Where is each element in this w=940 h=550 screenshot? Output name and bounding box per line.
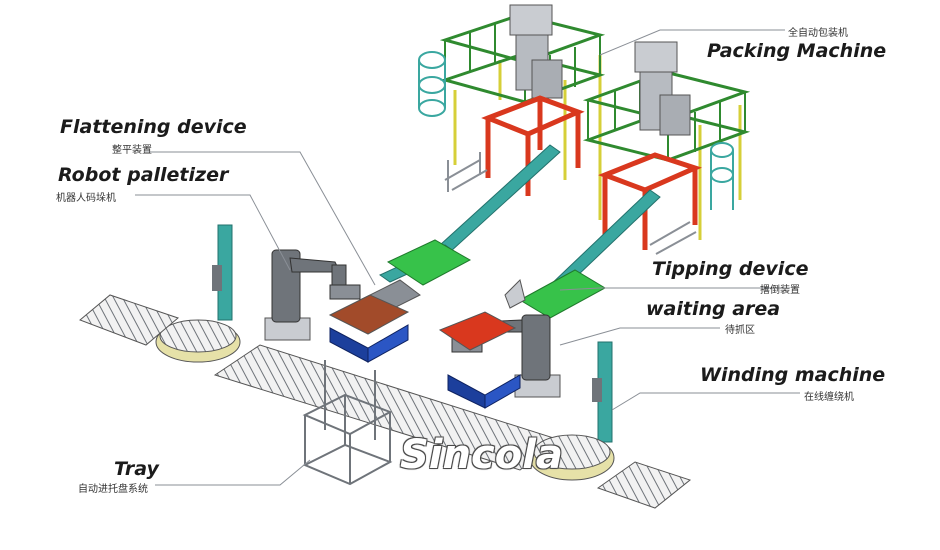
- tipping-device-label-cn: 撂倒装置: [760, 285, 800, 296]
- waiting-area-label-cn: 待抓区: [725, 325, 755, 336]
- flattening-device-label-cn: 整平装置: [112, 145, 152, 156]
- flattening-device-label: Flattening device: [60, 116, 247, 138]
- packing-machine-right: [582, 41, 751, 255]
- robot-palletizer-label: Robot palletizer: [58, 164, 229, 186]
- leader-winding: [611, 392, 800, 411]
- winding-machine-label: Winding machine: [700, 364, 886, 386]
- winding-machine-right: [529, 341, 615, 481]
- packing-machine-left: [418, 4, 606, 196]
- pallet-rack-right: [596, 461, 692, 509]
- leader-waiting: [559, 327, 720, 346]
- tipping-device-label: Tipping device: [652, 258, 809, 280]
- leader-tipping: [559, 287, 790, 291]
- pallet-rack-left: [79, 294, 180, 346]
- packing-machine-label: Packing Machine: [707, 40, 887, 62]
- robot-palletizer-left: [264, 249, 361, 341]
- robot-palletizer-label-cn: 机器人码垛机: [56, 193, 116, 204]
- packing-machine-label-cn: 全自动包装机: [788, 28, 848, 39]
- conveyor-left: [359, 144, 561, 316]
- leader-packing: [599, 29, 785, 56]
- leader-tray: [155, 459, 311, 486]
- winding-machine-left: [155, 224, 241, 363]
- tray-dispenser: [302, 360, 393, 486]
- tray-label: Tray: [114, 458, 159, 480]
- conveyor-right: [504, 189, 661, 319]
- winding-machine-label-cn: 在线缠绕机: [804, 392, 854, 403]
- brand-logo-text: Sincola: [400, 432, 563, 478]
- stack-station-right: [438, 311, 521, 409]
- waiting-area-label: waiting area: [646, 298, 781, 320]
- stack-station-left: [328, 294, 410, 363]
- leader-flattening: [145, 151, 376, 286]
- tray-label-cn: 自动进托盘系统: [78, 484, 148, 495]
- leader-robot: [135, 194, 291, 271]
